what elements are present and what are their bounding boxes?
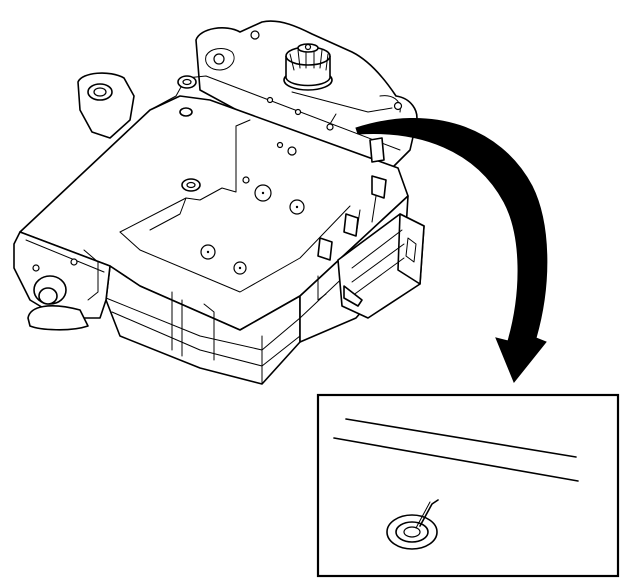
detail-inset bbox=[316, 393, 620, 578]
drive-gear bbox=[283, 43, 333, 91]
actuator-assembly bbox=[13, 20, 425, 385]
side-clips bbox=[317, 137, 387, 261]
inset-fastener bbox=[386, 499, 439, 550]
motor-end-cap bbox=[13, 231, 111, 331]
callout-arrow bbox=[355, 117, 548, 383]
left-mounting-ear bbox=[77, 72, 135, 139]
electrical-connector bbox=[337, 213, 425, 319]
